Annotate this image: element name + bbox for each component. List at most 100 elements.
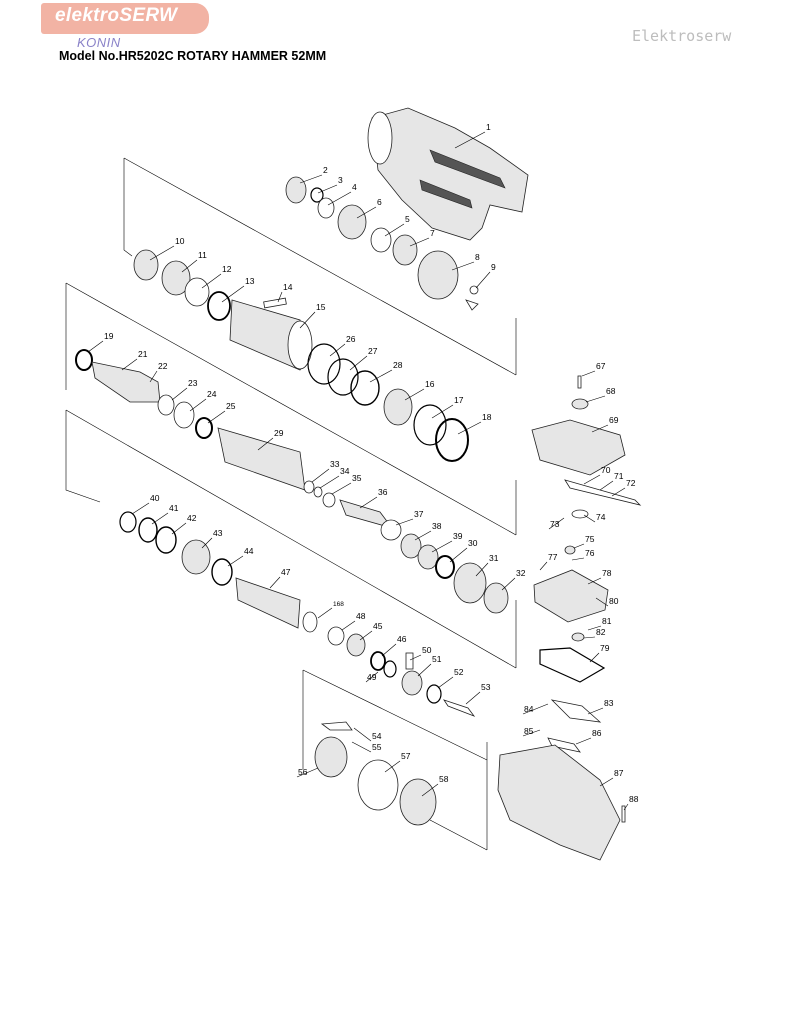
leader-line-7 [409, 237, 430, 247]
leader-line-14 [277, 291, 283, 303]
part-number-label: 29 [274, 428, 284, 438]
part-number-label: 78 [602, 568, 612, 578]
part-number-label: 3 [338, 175, 343, 185]
part-number-label: 27 [368, 346, 378, 356]
part-number-label: 41 [169, 503, 179, 513]
leader-line-38 [414, 530, 432, 541]
part-number-label: 54 [372, 731, 382, 741]
part-number-label: 39 [453, 531, 463, 541]
leader-line-9 [475, 271, 491, 289]
part-number-label: 73 [550, 519, 560, 529]
leader-line-48 [341, 620, 356, 631]
part-number-label: 52 [454, 667, 464, 677]
part-number-label: 38 [432, 521, 442, 531]
leader-line-168 [317, 607, 333, 619]
part-number-label: 30 [468, 538, 478, 548]
part-number-label: 17 [454, 395, 464, 405]
part-number-label: 32 [516, 568, 526, 578]
part-number-label: 53 [481, 682, 491, 692]
leader-line-3 [317, 184, 338, 194]
leader-line-10 [149, 245, 175, 261]
part-number-label: 48 [356, 611, 366, 621]
leader-line-12 [201, 273, 222, 289]
part-number-label: 69 [609, 415, 619, 425]
part-number-label: 16 [425, 379, 435, 389]
part-number-label: 51 [432, 654, 442, 664]
leader-line-29 [257, 437, 274, 451]
part-number-label: 75 [585, 534, 595, 544]
leader-line-27 [349, 355, 368, 371]
part-number-label: 76 [585, 548, 595, 558]
part-number-label: 50 [422, 645, 432, 655]
part-number-label: 5 [405, 214, 410, 224]
leader-line-58 [421, 783, 439, 797]
part-number-label: 37 [414, 509, 424, 519]
leader-line-46 [381, 643, 397, 657]
part-number-label: 40 [150, 493, 160, 503]
leader-line-31 [475, 562, 489, 577]
leader-line-16 [404, 388, 425, 401]
part-number-label: 26 [346, 334, 356, 344]
part-number-label: 34 [340, 466, 350, 476]
part-number-label: 10 [175, 236, 185, 246]
leader-line-78 [587, 577, 602, 585]
part-number-label: 22 [158, 361, 168, 371]
leader-line-25 [207, 410, 226, 424]
leader-line-79 [589, 652, 600, 663]
leader-line-34 [319, 475, 340, 489]
part-number-label: 57 [401, 751, 411, 761]
leader-line-36 [359, 496, 378, 509]
part-number-label: 88 [629, 794, 639, 804]
leader-line-47 [269, 576, 281, 589]
leader-line-41 [151, 512, 169, 525]
part-number-label: 8 [475, 252, 480, 262]
part-number-label: 9 [491, 262, 496, 272]
part-number-label: 74 [596, 512, 606, 522]
brand-logo [41, 3, 209, 34]
leader-line-86 [575, 737, 592, 745]
part-labels: 1234567891011121314151617181921222324252… [87, 122, 639, 811]
part-number-label: 6 [377, 197, 382, 207]
front-small-parts [285, 176, 479, 311]
part-number-label: 43 [213, 528, 223, 538]
part-1-front-housing [367, 107, 529, 241]
leader-line-53 [465, 691, 481, 705]
part-number-label: 15 [316, 302, 326, 312]
leader-line-82 [583, 636, 596, 639]
part-number-label: 12 [222, 264, 232, 274]
brand-logo-text: elektroSERW [55, 5, 178, 26]
leader-line-51 [417, 663, 432, 677]
part-number-label: 81 [602, 616, 612, 626]
leader-line-87 [599, 777, 614, 787]
part-number-label: 24 [207, 389, 217, 399]
leader-line-77 [539, 561, 548, 571]
leader-line-75 [573, 543, 585, 549]
leader-line-28 [369, 369, 393, 383]
part-number-label: 47 [281, 567, 291, 577]
leader-line-22 [149, 370, 158, 383]
assembly-frames [65, 157, 517, 851]
part-number-label: 11 [198, 250, 207, 260]
part-number-label: 14 [283, 282, 293, 292]
leader-line-80 [595, 597, 609, 607]
part-number-label: 82 [596, 627, 606, 637]
leader-line-73 [548, 517, 565, 530]
part-number-label: 18 [482, 412, 492, 422]
leader-line-33 [311, 468, 330, 483]
part-number-label: 13 [245, 276, 255, 286]
leader-line-88 [623, 803, 629, 811]
part-number-label: 28 [393, 360, 403, 370]
leader-line-40 [131, 502, 150, 515]
leader-line-21 [121, 358, 138, 371]
leader-line-50 [409, 654, 422, 661]
part-number-label: 86 [592, 728, 602, 738]
part-number-label: 67 [596, 361, 606, 371]
leader-line-26 [329, 343, 346, 357]
leader-line-8 [451, 261, 475, 271]
part-number-label: 1 [486, 122, 491, 132]
leader-line-6 [356, 206, 377, 219]
leader-line-56 [296, 767, 319, 778]
part-number-label: 77 [548, 552, 558, 562]
part-number-label: 49 [367, 672, 377, 682]
